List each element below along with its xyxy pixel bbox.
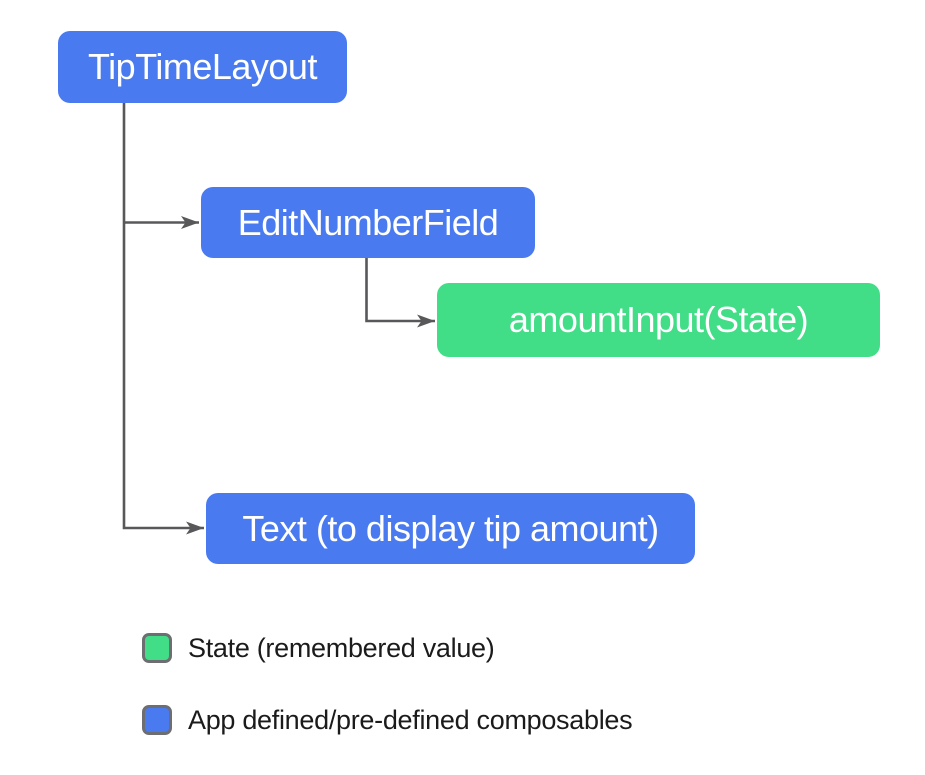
legend-item-composables-label: App defined/pre-defined composables [188,705,633,735]
legend-item-state: State (remembered value) [142,633,495,663]
composable-color-swatch [142,705,172,735]
node-amountinput-state: amountInput(State) [437,283,880,357]
legend-item-state-label: State (remembered value) [188,633,495,663]
node-editnumberfield-label: EditNumberField [237,201,499,243]
legend-item-composables: App defined/pre-defined composables [142,705,633,735]
node-editnumberfield: EditNumberField [201,187,535,258]
node-tiptimelayout: TipTimeLayout [58,31,347,103]
state-color-swatch [142,633,172,663]
edge-editnumberfield-to-amountinput [365,258,435,328]
node-amountinput-state-label: amountInput(State) [508,299,809,340]
node-text-display-label: Text (to display tip amount) [242,507,659,549]
edge-tiptimelayout-to-text [122,103,204,535]
node-tiptimelayout-label: TipTimeLayout [88,46,317,87]
node-text-display: Text (to display tip amount) [206,493,695,564]
